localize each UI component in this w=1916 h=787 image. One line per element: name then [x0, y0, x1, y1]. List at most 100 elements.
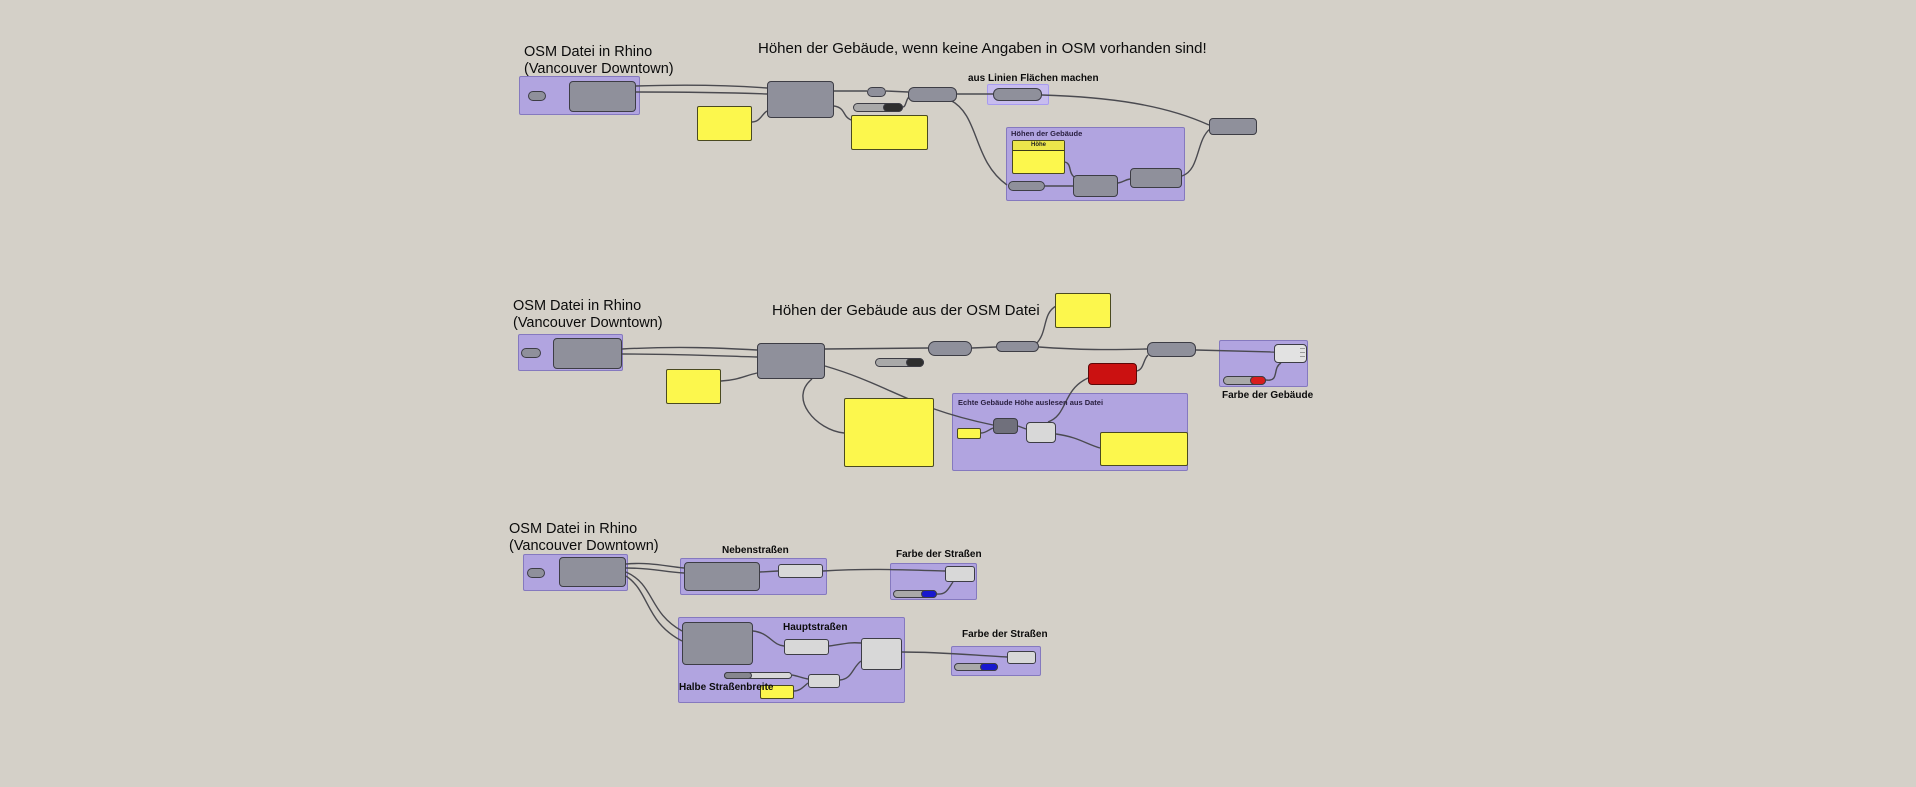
wire	[625, 571, 683, 632]
move-component[interactable]	[1073, 175, 1118, 197]
wire	[625, 567, 685, 574]
wire	[1055, 433, 1101, 449]
source-label-line1: OSM Datei in Rhino	[509, 521, 638, 537]
boundary-surfaces-component[interactable]	[993, 88, 1042, 101]
param-component[interactable]	[928, 341, 972, 356]
wire	[839, 660, 862, 681]
file-path-param[interactable]	[528, 91, 546, 101]
wire	[1017, 425, 1027, 430]
grip-icon	[1300, 348, 1305, 359]
number-slider[interactable]	[724, 672, 792, 679]
extrude-component[interactable]	[1147, 342, 1196, 357]
color-slider[interactable]	[954, 663, 998, 671]
toggle-state	[906, 358, 924, 367]
buildings-component[interactable]	[767, 81, 834, 118]
file-path-param[interactable]	[527, 568, 545, 578]
source-label-line1: OSM Datei in Rhino	[513, 298, 642, 314]
buildings-component[interactable]	[757, 343, 825, 379]
slider-handle	[921, 590, 937, 598]
panel[interactable]	[1055, 293, 1111, 328]
width-param[interactable]	[808, 674, 840, 688]
extrude-component[interactable]	[1130, 168, 1182, 188]
wire	[949, 99, 1008, 186]
wire	[971, 346, 997, 349]
offset-component[interactable]	[861, 638, 902, 670]
side-streets-component[interactable]	[684, 562, 760, 591]
wire	[1136, 354, 1149, 372]
building-color-label: Farbe der Gebäude	[1222, 390, 1314, 401]
color-preview-component[interactable]	[1007, 651, 1036, 664]
wire	[1117, 178, 1131, 184]
source-label-top: OSM Datei in Rhino (Vancouver Downtown)	[524, 44, 674, 78]
preview-component[interactable]	[1209, 118, 1257, 135]
height-value-panel[interactable]: Höhe	[1012, 140, 1065, 174]
wire	[1195, 349, 1275, 353]
slider-handle	[980, 663, 998, 671]
source-label-bottom: OSM Datei in Rhino (Vancouver Downtown)	[509, 521, 659, 555]
toggle-slider[interactable]	[875, 358, 924, 367]
param-pill[interactable]	[1008, 181, 1045, 191]
wire	[901, 651, 1008, 658]
curve-param[interactable]	[778, 564, 823, 578]
slider-handle	[724, 672, 752, 679]
wire	[635, 84, 768, 89]
panel[interactable]	[760, 685, 794, 699]
wire	[625, 562, 685, 569]
main-streets-label: Hauptstraßen	[783, 622, 848, 633]
panel-header: Höhe	[1013, 141, 1064, 151]
panel[interactable]	[844, 398, 934, 467]
wire	[824, 365, 994, 426]
wire	[822, 568, 946, 572]
wire	[791, 674, 809, 680]
import-osm-component[interactable]	[553, 338, 622, 369]
color-slider[interactable]	[893, 590, 937, 598]
wire	[1038, 346, 1148, 351]
wire	[833, 105, 852, 121]
wire	[751, 110, 768, 123]
import-osm-component[interactable]	[569, 81, 636, 112]
color-preview-component[interactable]	[1274, 344, 1307, 363]
panel[interactable]	[851, 115, 928, 150]
curve-param[interactable]	[784, 639, 829, 655]
toggle-slider[interactable]	[853, 103, 903, 112]
wire	[621, 346, 758, 351]
source-label-middle: OSM Datei in Rhino (Vancouver Downtown)	[513, 298, 663, 332]
panel[interactable]	[957, 428, 981, 439]
param-pill[interactable]	[867, 87, 886, 97]
curves-component[interactable]	[908, 87, 957, 102]
wire	[824, 347, 929, 350]
panel[interactable]	[697, 106, 752, 141]
wire	[1047, 377, 1089, 423]
half-street-width-label: Halbe Straßenbreite	[679, 682, 774, 693]
surface-note-label: aus Linien Flächen machen	[968, 73, 1099, 84]
slider-handle	[1250, 376, 1266, 385]
wire	[1035, 305, 1057, 345]
panel[interactable]	[1100, 432, 1188, 466]
param-pill[interactable]	[996, 341, 1039, 352]
wire	[1265, 362, 1282, 381]
wire	[1181, 128, 1211, 177]
import-osm-component[interactable]	[559, 557, 626, 587]
wire	[625, 575, 683, 642]
wire	[828, 642, 862, 647]
wire	[759, 570, 779, 573]
wire	[936, 581, 954, 595]
wire	[635, 91, 768, 95]
error-component[interactable]	[1088, 363, 1137, 385]
street-color-label-2: Farbe der Straßen	[962, 629, 1048, 640]
source-label-line1: OSM Datei in Rhino	[524, 44, 653, 60]
key-component[interactable]	[993, 418, 1018, 434]
side-streets-label: Nebenstraßen	[722, 545, 789, 556]
value-component[interactable]	[1026, 422, 1056, 443]
color-preview-component[interactable]	[945, 566, 975, 582]
source-label-line2: (Vancouver Downtown)	[509, 538, 659, 555]
color-slider[interactable]	[1223, 376, 1266, 385]
main-streets-component[interactable]	[682, 622, 753, 665]
panel[interactable]	[666, 369, 721, 404]
group-title-extract-height: Echte Gebäude Höhe auslesen aus Datei	[958, 398, 1104, 407]
file-path-param[interactable]	[521, 348, 541, 358]
wire	[1064, 161, 1075, 178]
wire	[802, 378, 845, 434]
